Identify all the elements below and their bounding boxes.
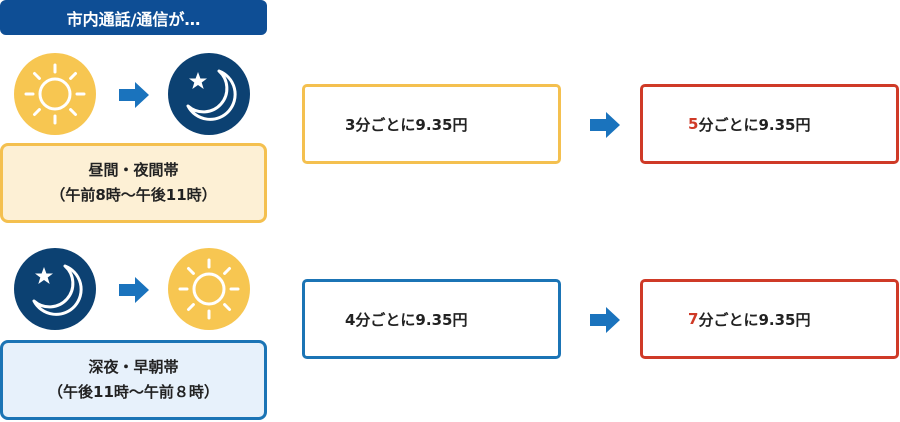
period-name: 昼間・夜間帯 — [88, 161, 179, 180]
sun-icon — [167, 247, 251, 331]
current-rate-day: 3分ごとに9.35円 — [302, 84, 561, 164]
new-rate-number: 5 — [688, 115, 699, 133]
header-banner: 市内通話/通信が… — [0, 0, 267, 35]
new-rate-suffix: 分ごとに9.35円 — [698, 115, 811, 134]
period-hours: （午前8時～午後11時） — [50, 186, 217, 204]
period-label-night: 深夜・早朝帯 （午後11時～午前８時） — [0, 340, 267, 420]
new-rate-number: 7 — [688, 310, 699, 328]
arrow-right-icon — [119, 277, 149, 303]
new-rate-suffix: 分ごとに9.35円 — [698, 310, 811, 329]
current-rate-night: 4分ごとに9.35円 — [302, 279, 561, 359]
moon-icon — [167, 52, 251, 136]
arrow-right-icon — [590, 112, 620, 138]
period-name: 深夜・早朝帯 — [88, 358, 179, 377]
period-label-day: 昼間・夜間帯 （午前8時～午後11時） — [0, 143, 267, 223]
current-rate-text: 3分ごとに9.35円 — [345, 115, 468, 134]
arrow-right-icon — [590, 307, 620, 333]
sun-icon — [13, 52, 97, 136]
moon-icon — [13, 247, 97, 331]
period-hours: （午後11時～午前８時） — [48, 383, 219, 401]
current-rate-text: 4分ごとに9.35円 — [345, 310, 468, 329]
arrow-right-icon — [119, 82, 149, 108]
header-title: 市内通話/通信が… — [66, 9, 201, 29]
